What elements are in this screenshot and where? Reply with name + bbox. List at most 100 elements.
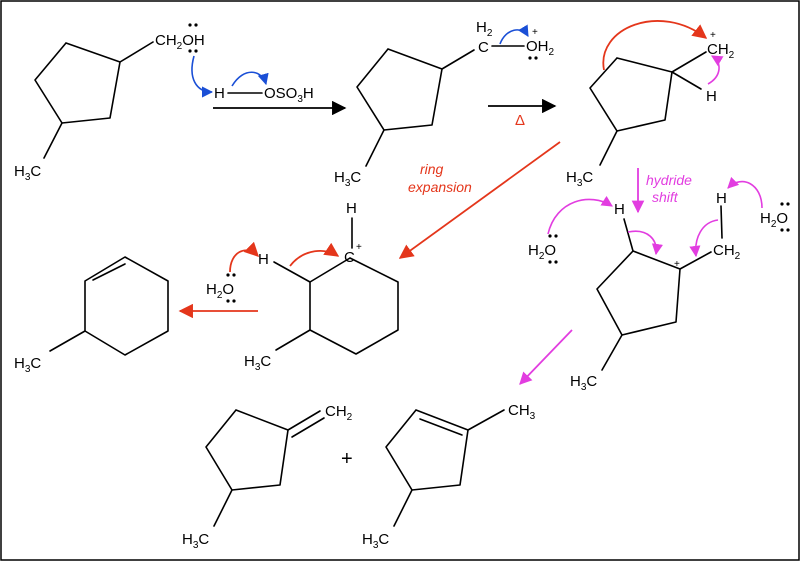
plus-charge: + [532,27,538,38]
lone-pair-dot [548,260,552,264]
curved-arrow-blue [191,55,214,98]
bond-ch2-h [720,205,723,239]
bond-ring-methyl [43,122,63,159]
ring-expansion-label-line2: expansion [408,179,472,195]
ring-expansion-label-line1: ring [420,161,444,177]
water-right: H2O [760,202,790,232]
ring-expansion-arrow [398,141,561,259]
ring-bonds [596,250,681,336]
oxonium-label: OH2 [526,38,555,58]
bond-ring-methyl [275,329,311,351]
molecule-oxonium: H2 C OH2 + H3C [334,19,555,189]
h-label: H [614,201,625,218]
curved-arrow-magenta [727,176,763,209]
exocyclic-double-bond [287,410,321,431]
bond-ring-methyl [49,330,86,352]
elimination-arrow-magenta [519,329,573,385]
acid-h-label: H [214,85,225,102]
ch3-label: CH3 [508,402,536,422]
molecule-tertiary-carbocation: H H CH2 + H3C [570,190,741,393]
bond-ring-h [623,218,634,252]
curved-arrow-magenta [689,219,719,258]
lone-pair-dot [194,23,198,27]
ch2-h2-label: H2 [476,19,493,39]
ring-bonds [309,257,399,355]
bond-ring-methyl [601,334,623,371]
ring-bonds [385,409,469,491]
heat-symbol: Δ [515,112,525,129]
lone-pair-dot [534,56,538,60]
ring-bonds [84,256,169,356]
h-label: H [706,88,717,105]
methyl-label: H3C [182,531,209,551]
lone-pair-dot [226,273,230,277]
plus-charge: + [356,242,362,253]
bond-ring-h [273,261,311,283]
ring-bonds [205,409,289,491]
bond-ring-h [671,71,702,90]
molecule-primary-carbocation: CH2 + H H3C [566,30,735,189]
molecule-methylenecyclopentane: CH2 H3C [182,403,353,551]
lone-pair-dot [780,202,784,206]
bond-ring-ch2 [441,49,475,70]
curved-arrow-magenta [707,55,724,85]
lone-pair-dot [528,56,532,60]
water-left: H2O [528,234,558,264]
lone-pair-dot [194,49,198,53]
carbocation-c-label: C [344,249,355,266]
molecule-methylcyclohexene: H3C [14,256,169,375]
h-label: H [346,200,357,217]
ch2-label: CH2 [713,242,741,262]
lone-pair-dot [188,23,192,27]
oso3h-label: OSO3H [264,85,314,105]
molecule-starting-alcohol: CH2OH H3C [14,23,205,183]
curved-arrow-red [229,241,260,273]
ch2oh-label: CH2OH [155,32,205,52]
methyl-label: H3C [244,353,271,373]
molecule-cyclohexyl-cation: H C + H H3C [244,200,399,373]
bond-ring-methyl [365,129,385,167]
curved-arrow-magenta [627,230,663,256]
curved-arrow-blue [231,71,269,87]
products-plus-sign: + [341,448,353,470]
methyl-label: H3C [362,531,389,551]
lone-pair-dot [232,299,236,303]
lone-pair-dot [226,299,230,303]
ring-bonds [356,48,443,131]
curved-arrow-magenta [547,195,613,235]
sulfuric-acid: H OSO3H [214,85,314,105]
curved-arrow-red [602,20,708,71]
methyl-label: H3C [14,355,41,375]
hydride-shift-label-line2: shift [652,189,679,205]
bond-ring-ch2 [679,251,712,270]
bond-ring-methyl [393,489,413,527]
double-bond-inner [92,263,126,281]
h-label: H [258,251,269,268]
lone-pair-dot [554,234,558,238]
methyl-label: H3C [334,169,361,189]
ring-bonds [589,57,673,132]
bond-ring-methyl [213,489,233,527]
ch2-label: CH2 [325,403,353,423]
curved-arrow-blue [499,24,529,45]
methyl-label: H3C [566,169,593,189]
ring-bonds [34,42,121,124]
bond-ring-methyl [467,409,505,431]
curved-arrow-red [289,242,340,267]
water-middle: H2O [206,273,236,303]
exocyclic-double-bond-inner [291,417,325,438]
ch2-label: CH2 [707,41,735,61]
bond-ring-methyl [599,130,618,166]
hydride-shift-label-line1: hydride [646,172,692,188]
lone-pair-dot [554,260,558,264]
methyl-label: H3C [14,163,41,183]
lone-pair-dot [780,228,784,232]
lone-pair-dot [786,202,790,206]
h-label: H [716,190,727,207]
water-label: H2O [206,281,234,301]
lone-pair-dot [188,49,192,53]
lone-pair-dot [548,234,552,238]
lone-pair-dot [786,228,790,232]
